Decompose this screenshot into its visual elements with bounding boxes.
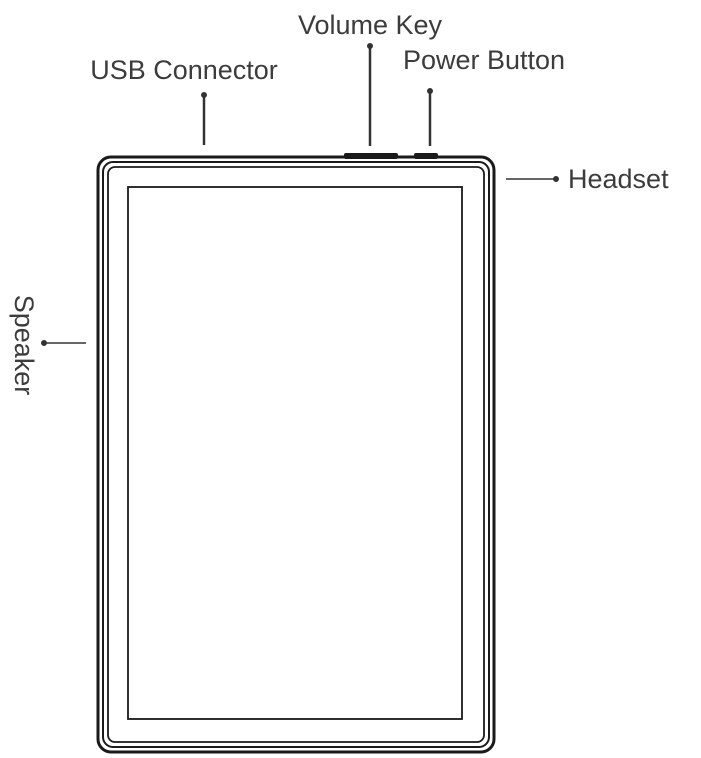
device-bezel [107,166,485,743]
power-button-label: Power Button [403,45,565,75]
usb-connector-leader-dot [201,92,207,98]
device-outer-shell [96,155,496,754]
speaker-label: Speaker [9,295,39,396]
power-button-leader-dot [427,88,433,94]
device-body [96,155,496,754]
volume-key-leader-dot [367,43,373,49]
usb-connector-label: USB Connector [90,55,278,85]
device-screen [127,186,463,720]
volume-key-hardware [344,153,398,159]
leader-lines [41,43,559,346]
headset-leader-dot [553,176,559,182]
volume-key-label: Volume Key [298,10,443,40]
device-inner-shell [102,161,490,748]
headset-label: Headset [568,164,669,194]
power-button-hardware [414,153,438,159]
speaker-leader-dot [41,340,47,346]
